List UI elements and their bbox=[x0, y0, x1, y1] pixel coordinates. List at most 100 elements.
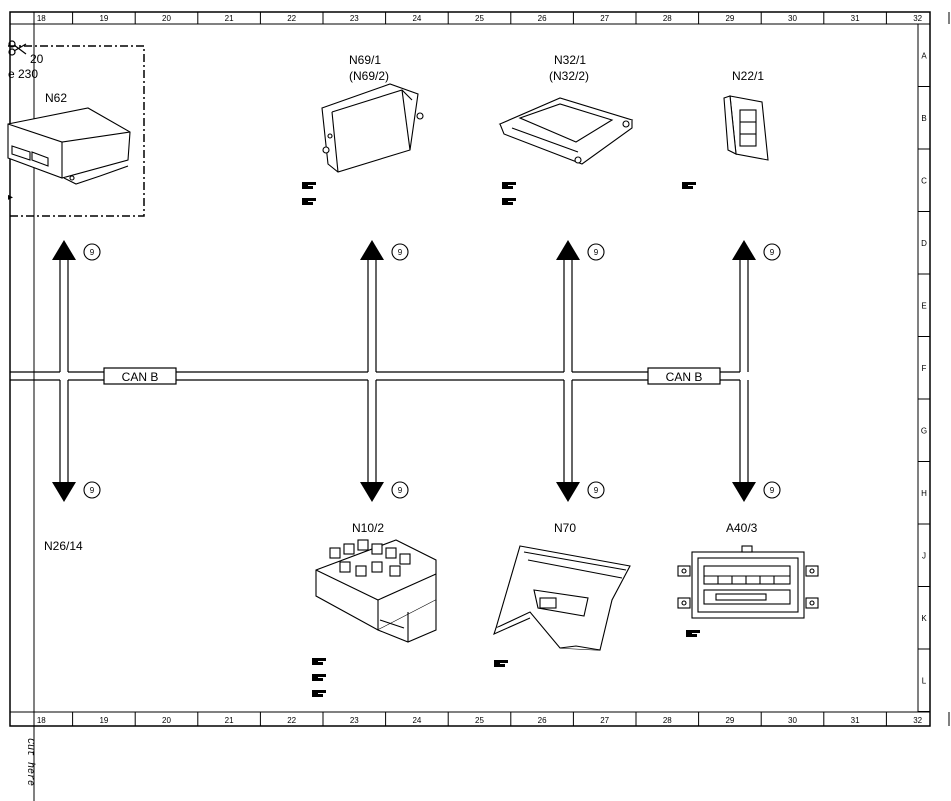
pointing-hand-icon bbox=[302, 198, 316, 205]
column-number: 29 bbox=[725, 14, 734, 23]
column-number: 21 bbox=[225, 716, 234, 725]
arrow-down bbox=[360, 482, 384, 502]
column-number: 31 bbox=[851, 716, 860, 725]
column-number: 26 bbox=[538, 14, 547, 23]
a40-3-display-drawing bbox=[677, 545, 819, 619]
ref-circle bbox=[763, 243, 781, 261]
n62-label: N62 bbox=[45, 91, 67, 105]
n62-ref-partial: e 230 bbox=[8, 67, 38, 81]
scissors-icon bbox=[8, 40, 27, 56]
n10-2-label: N10/2 bbox=[352, 521, 384, 535]
pointing-hand-icon bbox=[502, 198, 516, 205]
n70-overhead-panel-drawing bbox=[493, 545, 631, 651]
can-b-box-right bbox=[647, 367, 721, 385]
arrow-up bbox=[732, 240, 756, 260]
column-number: 23 bbox=[350, 716, 359, 725]
n32-1-label: N32/1 bbox=[554, 53, 586, 67]
can-b-label-left: CAN B bbox=[122, 370, 159, 384]
n62-dashed-boundary bbox=[8, 45, 145, 217]
branch-2: 99 bbox=[556, 240, 605, 502]
row-letter: F bbox=[922, 364, 927, 373]
column-number: 28 bbox=[663, 14, 672, 23]
column-number: 28 bbox=[663, 716, 672, 725]
ref-circle bbox=[587, 481, 605, 499]
a40-3-label: A40/3 bbox=[726, 521, 758, 535]
arrow-down bbox=[556, 482, 580, 502]
ref-number: 9 bbox=[90, 486, 95, 495]
column-number: 20 bbox=[162, 14, 171, 23]
column-number: 24 bbox=[412, 14, 421, 23]
column-number: 19 bbox=[99, 716, 108, 725]
pointing-hand-icon bbox=[312, 690, 326, 697]
n32-1-module-drawing bbox=[498, 97, 634, 165]
column-number: 22 bbox=[287, 14, 296, 23]
column-number: 18 bbox=[37, 14, 46, 23]
pointing-hand-icon bbox=[302, 182, 316, 189]
pointing-hand-icon bbox=[312, 658, 326, 665]
pointing-hand-icon bbox=[494, 660, 508, 667]
row-letter: L bbox=[922, 676, 927, 685]
column-number: 32 bbox=[913, 14, 922, 23]
n62-code-partial: 20 bbox=[30, 52, 44, 66]
ref-number: 9 bbox=[398, 248, 403, 257]
row-letter: B bbox=[921, 114, 926, 123]
ref-number: 9 bbox=[594, 248, 599, 257]
row-letter: E bbox=[921, 301, 926, 310]
arrow-up bbox=[52, 240, 76, 260]
branch-1: 99 bbox=[360, 240, 409, 502]
row-letter: J bbox=[922, 551, 926, 560]
row-letter: D bbox=[921, 239, 927, 248]
row-letter: A bbox=[921, 51, 927, 60]
column-number: 25 bbox=[475, 716, 484, 725]
ref-circle bbox=[391, 481, 409, 499]
column-number: 18 bbox=[37, 716, 46, 725]
ref-number: 9 bbox=[90, 248, 95, 257]
column-number: 29 bbox=[725, 716, 734, 725]
column-number: 20 bbox=[162, 716, 171, 725]
arrow-down bbox=[732, 482, 756, 502]
arrow-up bbox=[556, 240, 580, 260]
ref-circle bbox=[763, 481, 781, 499]
can-b-label-right: CAN B bbox=[666, 370, 703, 384]
diagram-frame bbox=[9, 11, 931, 727]
n69-1-label: N69/1 bbox=[349, 53, 381, 67]
arrow-down bbox=[52, 482, 76, 502]
column-number: 30 bbox=[788, 716, 797, 725]
column-number: 32 bbox=[913, 716, 922, 725]
n62-module-drawing bbox=[7, 107, 131, 185]
can-b-box-left bbox=[103, 367, 177, 385]
column-number: 21 bbox=[225, 14, 234, 23]
reference-markers bbox=[302, 182, 700, 697]
row-letter: K bbox=[921, 614, 927, 623]
pointing-hand-icon bbox=[312, 674, 326, 681]
arrow-up bbox=[360, 240, 384, 260]
row-letter: H bbox=[921, 489, 927, 498]
n22-1-label: N22/1 bbox=[732, 69, 764, 83]
column-number: 30 bbox=[788, 14, 797, 23]
n70-label: N70 bbox=[554, 521, 576, 535]
n22-1-module-drawing bbox=[723, 95, 769, 161]
row-letter: G bbox=[921, 426, 927, 435]
column-number: 27 bbox=[600, 14, 609, 23]
n32-2-label: (N32/2) bbox=[549, 69, 589, 83]
column-number: 31 bbox=[851, 14, 860, 23]
n10-2-fuse-box-drawing bbox=[315, 539, 437, 643]
pointing-hand-icon bbox=[502, 182, 516, 189]
column-number: 24 bbox=[412, 716, 421, 725]
cut-here-note: Cut here bbox=[14, 736, 54, 796]
pointing-hand-icon bbox=[682, 182, 696, 189]
ref-number: 9 bbox=[398, 486, 403, 495]
ref-circle bbox=[587, 243, 605, 261]
ref-circle bbox=[391, 243, 409, 261]
column-number: 22 bbox=[287, 716, 296, 725]
n62-arrow-mark: ▸ bbox=[8, 192, 13, 203]
ref-circle bbox=[83, 481, 101, 499]
n69-2-label: (N69/2) bbox=[349, 69, 389, 83]
n69-1-module-drawing bbox=[321, 83, 424, 173]
column-number: 23 bbox=[350, 14, 359, 23]
